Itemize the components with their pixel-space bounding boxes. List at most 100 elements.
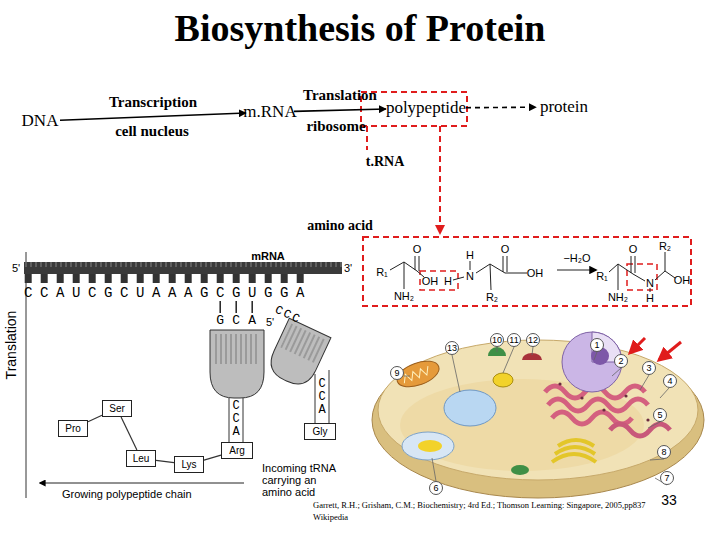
callout-number: 13 bbox=[445, 341, 459, 355]
molecule-label: t.RNA bbox=[366, 154, 405, 170]
callout-number: 7 bbox=[660, 471, 674, 485]
highlight-frame bbox=[366, 126, 368, 150]
cell-illustration bbox=[558, 440, 594, 446]
section-label: Translation bbox=[3, 311, 19, 380]
strand-label: mRNA bbox=[251, 250, 285, 262]
amino-acid-box: Gly bbox=[304, 423, 336, 440]
leader-line bbox=[452, 355, 460, 392]
process-term: m.RNA bbox=[246, 101, 294, 123]
strand-end: 5' bbox=[12, 262, 20, 274]
connector bbox=[204, 455, 221, 460]
chem-group: R₁ bbox=[376, 266, 388, 278]
connector bbox=[88, 415, 102, 421]
acceptor-stem: CCA bbox=[317, 378, 327, 417]
chemical-bond bbox=[476, 264, 490, 273]
chemical-bond bbox=[503, 256, 504, 272]
cell-illustration bbox=[602, 408, 605, 411]
cell-illustration bbox=[488, 347, 506, 356]
amino-acid-box: Pro bbox=[58, 420, 88, 437]
slide-title: Biosynthesis of Protein bbox=[0, 6, 720, 50]
chemical-bond bbox=[631, 256, 632, 273]
connector bbox=[60, 113, 246, 120]
cell-illustration bbox=[646, 418, 649, 421]
leader-line bbox=[660, 388, 669, 398]
mrna-strand bbox=[24, 262, 342, 283]
chem-group: OH bbox=[422, 275, 439, 287]
mrna-strand bbox=[24, 262, 342, 267]
highlight-frame bbox=[420, 271, 458, 290]
anticodon: GCA bbox=[216, 313, 264, 328]
highlight-frame bbox=[361, 92, 691, 306]
base-pair-line bbox=[220, 301, 252, 313]
leader-line bbox=[594, 352, 597, 360]
node-text: m.RNA bbox=[243, 102, 296, 122]
cell-illustration bbox=[555, 447, 595, 454]
amino-acid-box: Arg bbox=[221, 442, 253, 459]
citation: Garrett, R.H.; Grisham, C.M.; Biochemist… bbox=[313, 500, 645, 510]
chemical-bond bbox=[453, 277, 464, 280]
chain-arrow bbox=[40, 483, 244, 484]
trna-symbol bbox=[210, 330, 264, 398]
callout-number: 5 bbox=[653, 408, 667, 422]
trna-symbol bbox=[214, 334, 260, 364]
cell-illustration bbox=[511, 465, 529, 475]
incoming-trna-symbol bbox=[280, 324, 325, 364]
chem-atom: N bbox=[646, 277, 654, 289]
amino-acid-box: Ser bbox=[102, 400, 132, 417]
chem-atom: O bbox=[413, 243, 422, 255]
strand-end: 5' bbox=[266, 316, 274, 328]
node-text: Lys bbox=[181, 459, 196, 470]
process-term: polypeptide bbox=[386, 97, 466, 119]
chem-group: NH₂ bbox=[608, 291, 628, 303]
cell-illustration bbox=[402, 366, 431, 383]
node-text: polypeptide bbox=[386, 98, 466, 118]
mrna-strand bbox=[24, 262, 342, 274]
chemical-bond bbox=[490, 264, 491, 290]
chem-atom: H bbox=[466, 249, 474, 261]
leader-line bbox=[404, 347, 669, 485]
callout-number: 4 bbox=[663, 374, 677, 388]
node-text: DNA bbox=[22, 111, 59, 131]
cell-illustration bbox=[418, 440, 442, 452]
chem-group: OH bbox=[527, 267, 544, 279]
chemical-bond bbox=[635, 256, 636, 273]
chemical-bond bbox=[505, 273, 527, 274]
callout-number: 9 bbox=[390, 366, 404, 380]
callout-number: 10 bbox=[490, 333, 504, 347]
chemical-bond bbox=[507, 256, 508, 272]
cell-illustration bbox=[493, 373, 513, 387]
chem-group: R₂ bbox=[486, 291, 498, 303]
leader-line bbox=[532, 347, 533, 355]
reaction-condition: −H₂O bbox=[563, 252, 590, 264]
cell-illustration bbox=[624, 394, 627, 397]
incoming-trna-symbol bbox=[315, 374, 316, 423]
amino-acid-box: Leu bbox=[126, 450, 156, 467]
trna-symbol bbox=[229, 398, 230, 442]
acceptor-stem: CCA bbox=[231, 400, 241, 439]
highlight-arrow bbox=[630, 338, 681, 360]
leader-line bbox=[650, 459, 664, 460]
process-location: ribosome bbox=[306, 118, 365, 135]
chemical-bond bbox=[655, 271, 665, 280]
chemical-bond bbox=[390, 262, 404, 270]
callout-number: 3 bbox=[642, 361, 656, 375]
figure-note: Incoming tRNA carrying an amino acid bbox=[262, 462, 346, 498]
process-location: cell nucleus bbox=[115, 123, 189, 140]
highlight-arrow bbox=[659, 342, 681, 360]
reaction-arrow bbox=[557, 270, 596, 271]
leader-line bbox=[640, 375, 649, 390]
chem-group: NH₂ bbox=[394, 290, 414, 302]
citation: Wikipedia bbox=[313, 512, 348, 522]
chemical-bond bbox=[419, 256, 420, 271]
highlight-arrow bbox=[630, 338, 645, 353]
connector bbox=[121, 417, 137, 450]
chemical-bond bbox=[665, 252, 666, 271]
connector bbox=[294, 109, 386, 111]
reaction-arrow bbox=[557, 269, 596, 270]
chemical-bond bbox=[633, 274, 645, 281]
chem-atom: O bbox=[629, 243, 638, 255]
process-label: Transcription bbox=[109, 94, 197, 109]
cell-illustration bbox=[444, 390, 496, 426]
